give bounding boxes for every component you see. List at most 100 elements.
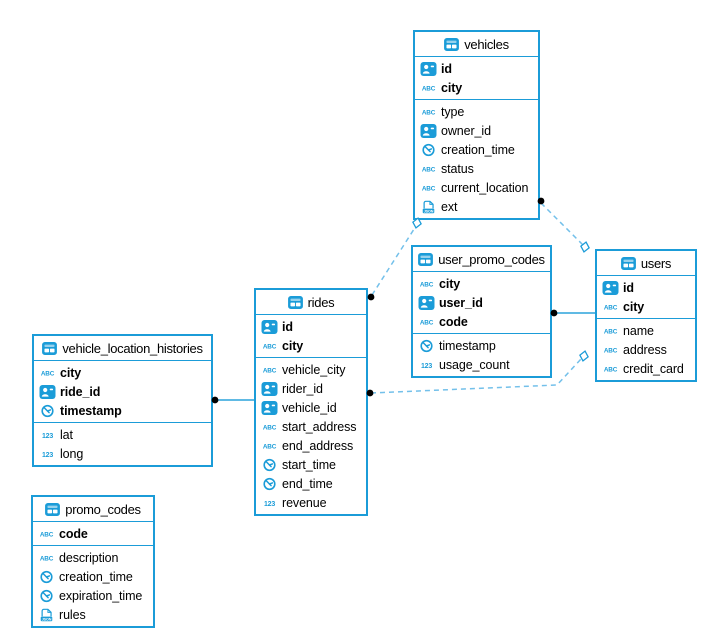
number-icon: 123	[421, 362, 433, 369]
text-icon: ABC	[604, 304, 618, 311]
svg-text:ABC: ABC	[422, 166, 436, 173]
column-name: creation_time	[59, 569, 133, 584]
column-name: id	[623, 280, 634, 295]
column-row-timestamp: timestamp	[34, 401, 211, 420]
svg-text:ABC: ABC	[263, 367, 277, 374]
column-name: ride_id	[60, 384, 101, 399]
table-header[interactable]: rides	[256, 290, 366, 315]
column-row-end_address: ABC end_address	[256, 436, 366, 455]
column-row-user_id: user_id	[413, 293, 550, 312]
column-name: id	[282, 319, 293, 334]
column-row-revenue: 123 revenue	[256, 493, 366, 512]
svg-text:ABC: ABC	[40, 531, 54, 538]
column-name: rider_id	[282, 381, 323, 396]
column-name: end_time	[282, 476, 333, 491]
time-icon	[40, 589, 53, 602]
table-rides[interactable]: rides id ABC city ABC vehicle_city rider…	[254, 288, 368, 516]
relationship-line-rides-to-users	[370, 358, 582, 394]
column-name: city	[623, 299, 645, 314]
id-icon	[39, 384, 56, 399]
column-name: owner_id	[441, 123, 491, 138]
table-icon	[444, 37, 460, 51]
table-header[interactable]: promo_codes	[33, 497, 153, 522]
table-header[interactable]: user_promo_codes	[413, 247, 550, 272]
columns-section: timestamp 123 usage_count	[413, 334, 550, 376]
column-name: id	[441, 61, 452, 76]
table-title: vehicles	[464, 36, 509, 52]
column-row-long: 123 long	[34, 444, 211, 463]
text-icon: ABC	[604, 347, 618, 354]
table-user_promo_codes[interactable]: user_promo_codes ABC city user_id ABC co…	[411, 245, 552, 378]
table-title: user_promo_codes	[438, 251, 545, 267]
key-columns-section: id ABC city	[415, 57, 538, 100]
table-promo_codes[interactable]: promo_codes ABC code ABC description cre…	[31, 495, 155, 628]
column-name: timestamp	[439, 338, 496, 353]
column-name: description	[59, 550, 119, 565]
time-icon	[422, 143, 435, 156]
column-row-creation_time: creation_time	[33, 567, 153, 586]
column-name: start_time	[282, 457, 336, 472]
column-row-rules: JSON rules	[33, 605, 153, 624]
text-icon: ABC	[263, 367, 277, 374]
table-icon	[418, 252, 434, 266]
column-name: credit_card	[623, 361, 684, 376]
column-name: ext	[441, 199, 458, 214]
table-header[interactable]: vehicles	[415, 32, 538, 57]
table-title: users	[640, 255, 672, 271]
relationship-line-vehicles-to-users	[540, 202, 584, 246]
svg-text:ABC: ABC	[604, 366, 618, 373]
column-name: current_location	[441, 180, 529, 195]
number-icon: 123	[42, 451, 54, 458]
svg-text:123: 123	[42, 451, 53, 458]
column-row-current_location: ABC current_location	[415, 178, 538, 197]
column-row-vehicle_id: vehicle_id	[256, 398, 366, 417]
column-row-type: ABC type	[415, 102, 538, 121]
column-row-description: ABC description	[33, 548, 153, 567]
table-icon	[42, 341, 58, 355]
column-row-creation_time: creation_time	[415, 140, 538, 159]
column-name: code	[439, 314, 468, 329]
column-name: vehicle_id	[282, 400, 337, 415]
svg-text:ABC: ABC	[263, 443, 277, 450]
text-icon: ABC	[422, 85, 436, 92]
time-icon	[40, 570, 53, 583]
svg-text:JSON: JSON	[424, 209, 434, 213]
table-vehicles[interactable]: vehicles id ABC city ABC type owner_id c…	[413, 30, 540, 220]
svg-text:123: 123	[421, 362, 432, 369]
column-name: city	[60, 365, 82, 380]
table-users[interactable]: users id ABC city ABC name ABC address A…	[595, 249, 697, 382]
column-name: long	[60, 446, 84, 461]
svg-text:ABC: ABC	[422, 109, 436, 116]
key-columns-section: ABC city user_id ABC code	[413, 272, 550, 334]
id-icon	[261, 400, 278, 415]
column-row-expiration_time: expiration_time	[33, 586, 153, 605]
key-columns-section: id ABC city	[256, 315, 366, 358]
column-row-code: ABC code	[413, 312, 550, 331]
table-header[interactable]: users	[597, 251, 695, 276]
svg-text:123: 123	[42, 432, 53, 439]
column-name: name	[623, 323, 654, 338]
text-icon: ABC	[422, 185, 436, 192]
svg-text:ABC: ABC	[263, 343, 277, 350]
svg-text:ABC: ABC	[420, 319, 434, 326]
relationship-line-rides-to-vehicles	[371, 225, 417, 296]
columns-section: ABC name ABC address ABC credit_card	[597, 319, 695, 380]
column-name: revenue	[282, 495, 327, 510]
column-row-city: ABC city	[34, 363, 211, 382]
table-vehicle_location_histories[interactable]: vehicle_location_histories ABC city ride…	[32, 334, 213, 467]
table-header[interactable]: vehicle_location_histories	[34, 336, 211, 361]
svg-text:ABC: ABC	[263, 424, 277, 431]
column-name: start_address	[282, 419, 357, 434]
time-icon	[263, 458, 276, 471]
svg-text:ABC: ABC	[604, 304, 618, 311]
column-name: status	[441, 161, 474, 176]
column-name: lat	[60, 427, 73, 442]
svg-text:ABC: ABC	[420, 281, 434, 288]
column-row-timestamp: timestamp	[413, 336, 550, 355]
json-icon: JSON	[422, 200, 435, 213]
text-icon: ABC	[420, 281, 434, 288]
column-row-status: ABC status	[415, 159, 538, 178]
